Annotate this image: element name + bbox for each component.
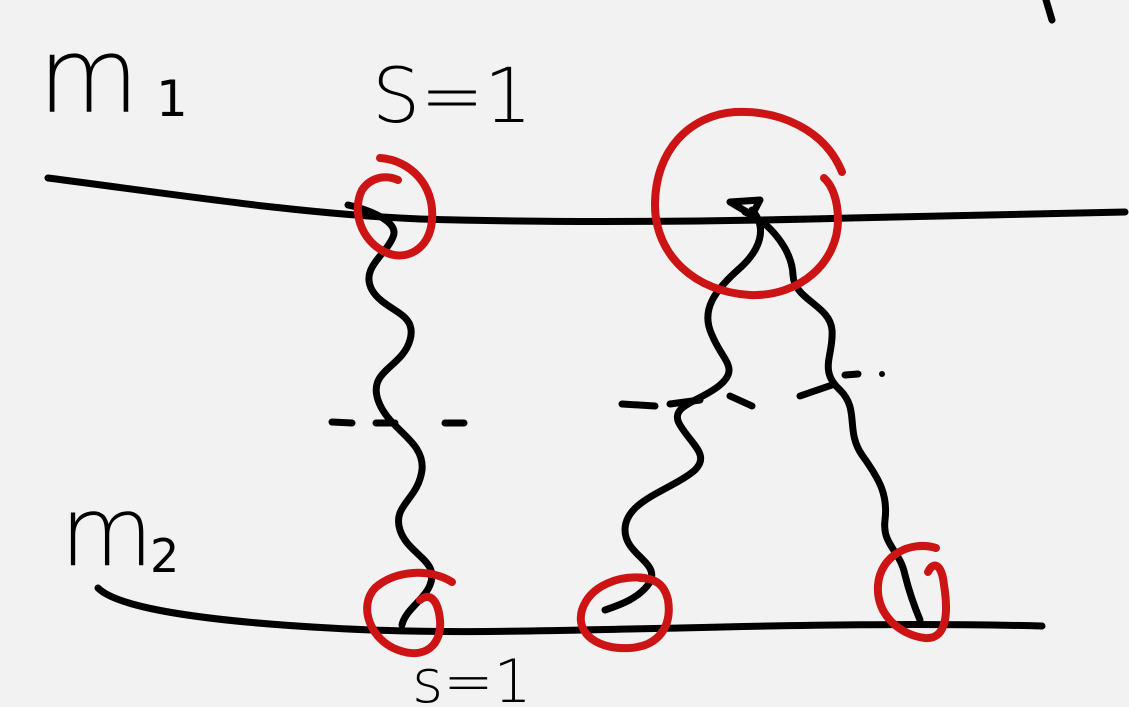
spin-top-label: S=1 [372,51,532,140]
spin-bottom-label: s=1 [412,647,532,707]
cut-line-right-4 [796,381,836,400]
red-circle-bottom-middle [576,573,673,653]
mass-bottom-subscript: 2 [150,529,179,583]
worldline-bottom [94,584,1046,636]
vertex-top-right [726,196,764,219]
edge-mark [1042,0,1056,24]
red-circle-top-left [353,154,437,260]
cut-line-left-1 [328,418,356,427]
mass-top-subscript: 1 [156,70,188,128]
cut-line-dot [879,371,885,377]
graviton-line-left [344,201,436,629]
mass-bottom-label: m [60,476,154,588]
cut-line-right-3 [726,392,756,410]
red-circle-bottom-right [873,541,950,642]
cut-line-right-5 [841,370,862,379]
cut-line-right-1 [618,400,659,410]
red-circle-bottom-left [363,568,456,658]
cut-line-right-2 [666,396,704,408]
graviton-line-right-b [741,208,924,624]
worldline-top [44,174,1129,226]
mass-top-label: m [38,15,141,137]
red-circle-top-right [651,107,846,300]
